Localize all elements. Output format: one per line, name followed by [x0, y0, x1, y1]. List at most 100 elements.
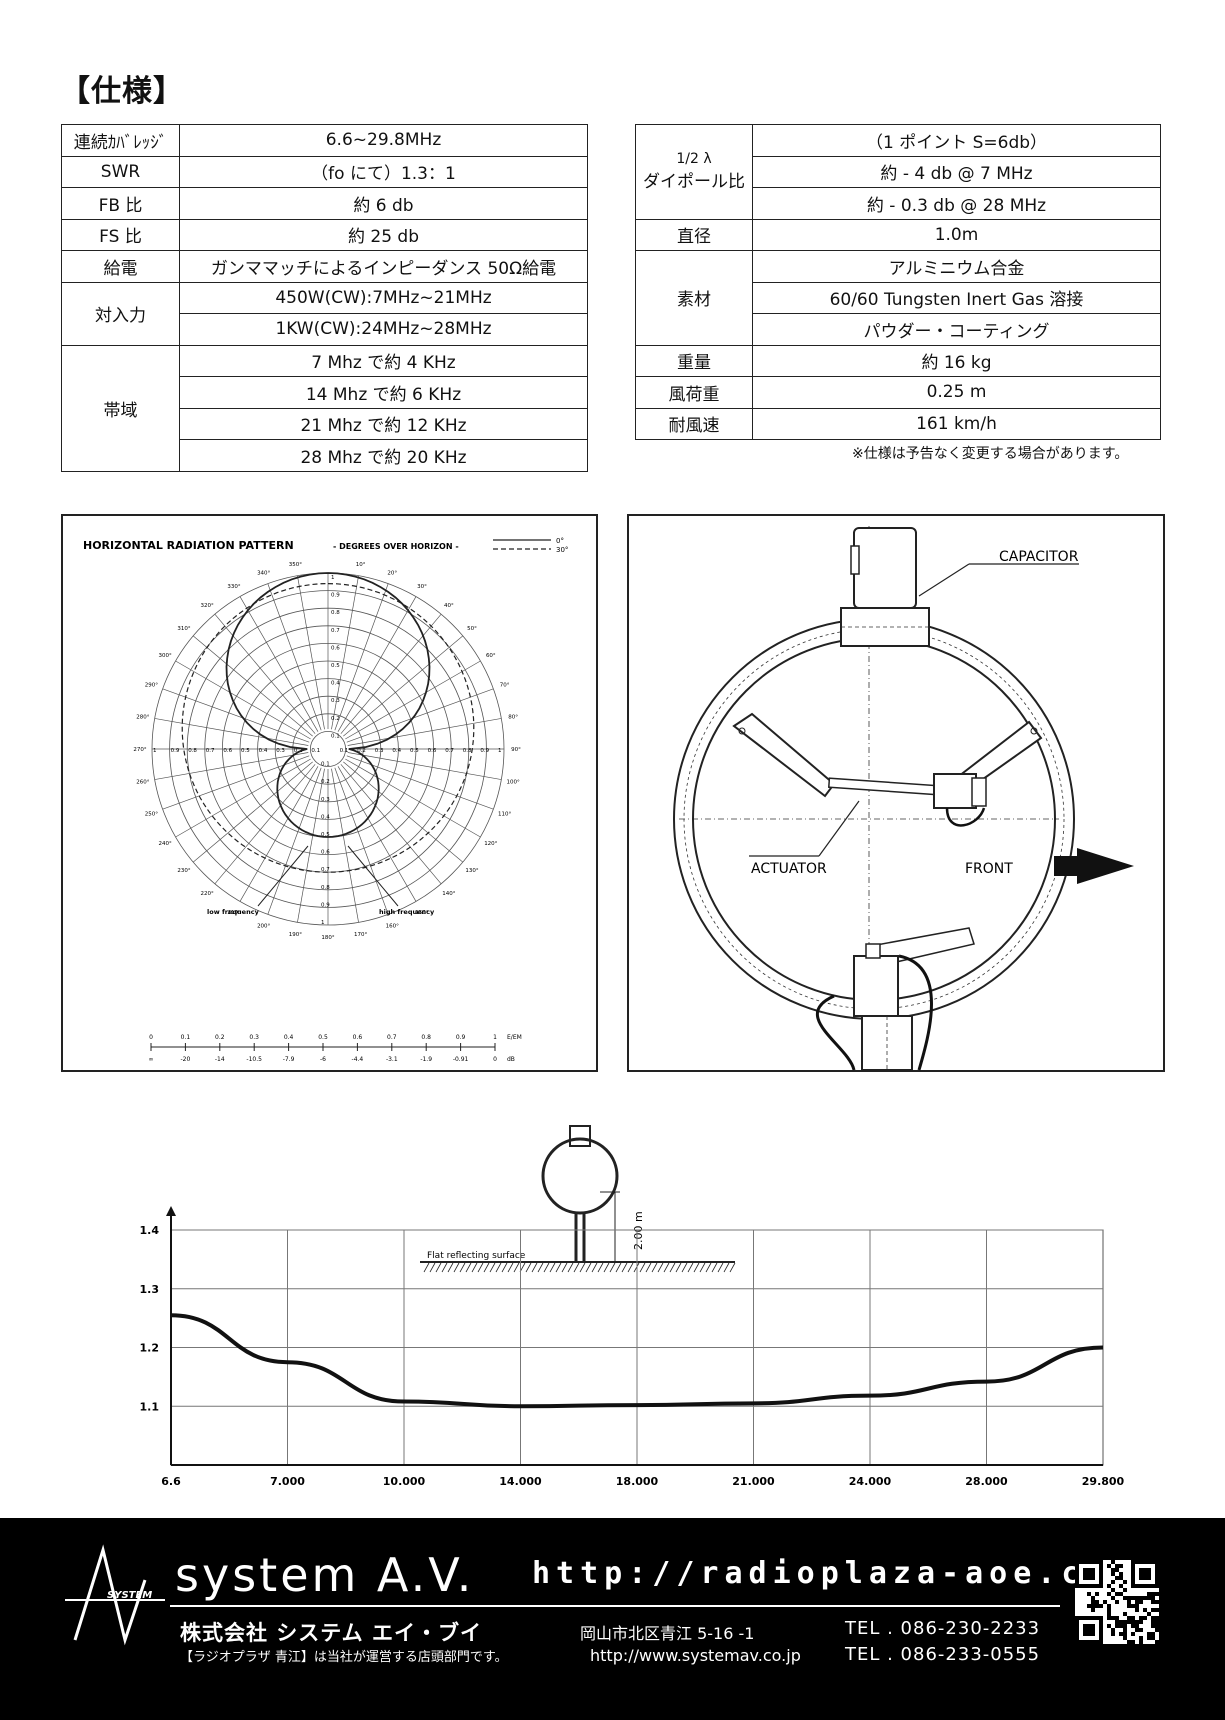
- actuator-cable: [945, 807, 986, 827]
- spec-label: FB 比: [61, 187, 180, 220]
- qr-module: [1111, 1588, 1115, 1592]
- qr-module: [1127, 1616, 1131, 1620]
- hatch-line: [441, 1262, 448, 1273]
- pattern-30deg: [181, 583, 475, 873]
- url-big[interactable]: http://radioplaza-aoe.com/: [532, 1556, 1158, 1591]
- hatch-line: [693, 1262, 700, 1273]
- polar-radial-label: 0.9: [331, 593, 340, 599]
- qr-module: [1123, 1580, 1127, 1584]
- polar-angle-label: 210°: [227, 910, 240, 916]
- polar-angle-label: 330°: [227, 584, 240, 590]
- hatch-line: [549, 1262, 556, 1273]
- qr-code-icon[interactable]: [1075, 1560, 1159, 1644]
- qr-module: [1127, 1596, 1131, 1600]
- qr-module: [1135, 1604, 1139, 1608]
- qr-module: [1151, 1624, 1155, 1628]
- spec-value: ガンママッチによるインピーダンス 50Ω給電: [179, 250, 588, 283]
- polar-radial-label: 0.3: [375, 748, 384, 754]
- actuator-rod: [827, 777, 940, 796]
- polar-angle-label: 140°: [442, 891, 455, 897]
- surface-hatch: [423, 1262, 736, 1273]
- polar-radial-label: 0.8: [321, 885, 330, 891]
- hatch-line: [657, 1262, 664, 1273]
- hatch-line: [465, 1262, 472, 1273]
- qr-module: [1139, 1620, 1143, 1624]
- qr-module: [1127, 1640, 1131, 1644]
- swr-x-tick: 24.000: [849, 1475, 892, 1488]
- polar-angle-label: 270°: [133, 747, 146, 753]
- spec-value: 28 Mhz で約 20 KHz: [179, 439, 588, 472]
- polar-spoke: [175, 660, 311, 740]
- polar-angle-label: 90°: [511, 747, 521, 753]
- polar-angle-label: 260°: [136, 780, 149, 786]
- qr-module: [1131, 1632, 1135, 1636]
- hatch-line: [543, 1262, 550, 1273]
- actuator-arm-left: [732, 712, 836, 798]
- logo-small-text: SYSTEM: [107, 1590, 152, 1601]
- hatch-line: [585, 1262, 592, 1273]
- polar-spoke: [340, 764, 442, 885]
- hatch-line: [501, 1262, 508, 1273]
- hatch-line: [471, 1262, 478, 1273]
- polar-angle-label: 250°: [145, 811, 158, 817]
- scale-db-label: -6: [320, 1056, 326, 1063]
- polar-spoke: [192, 761, 313, 863]
- spec-label-line: 直径: [677, 227, 711, 248]
- qr-module: [1155, 1592, 1159, 1596]
- spec-row: パウダー・コーティング: [636, 313, 1161, 346]
- front-label: FRONT: [965, 861, 1013, 877]
- qr-module: [1103, 1600, 1107, 1604]
- qr-module: [1139, 1636, 1143, 1640]
- swr-x-tick: 10.000: [383, 1475, 426, 1488]
- qr-module: [1107, 1616, 1111, 1620]
- polar-radial-label: 0.5: [410, 748, 419, 754]
- qr-module: [1095, 1600, 1099, 1604]
- capacitor-knob: [850, 545, 860, 575]
- polar-angle-label: 160°: [386, 924, 399, 930]
- polar-radial-label: 0.8: [463, 748, 472, 754]
- qr-module: [1147, 1636, 1151, 1640]
- spec-label-line: 素材: [677, 290, 711, 311]
- polar-spoke: [154, 752, 309, 780]
- polar-radial-label: 0.3: [276, 748, 285, 754]
- hatch-line: [483, 1262, 490, 1273]
- hatch-line: [615, 1262, 622, 1273]
- spec-value: （1 ポイント S=6db）: [752, 124, 1161, 157]
- polar-spoke: [347, 752, 502, 780]
- qr-module: [1127, 1600, 1131, 1604]
- spec-row: 給電ガンママッチによるインピーダンス 50Ω給電: [61, 250, 588, 283]
- hatch-line: [591, 1262, 598, 1273]
- qr-module: [1091, 1608, 1095, 1612]
- polar-radial-label: 0.1: [321, 762, 330, 768]
- hatch-line: [609, 1262, 616, 1273]
- url-small[interactable]: http://www.systemav.co.jp: [590, 1646, 801, 1665]
- swr-y-arrow: [166, 1206, 176, 1216]
- polar-spoke: [154, 718, 309, 746]
- hatch-line: [681, 1262, 688, 1273]
- hatch-line: [537, 1262, 544, 1273]
- hatch-line: [627, 1262, 634, 1273]
- polar-angle-label: 230°: [177, 868, 190, 874]
- polar-radial-label: 0.9: [480, 748, 489, 754]
- qr-module: [1115, 1592, 1119, 1596]
- hatch-line: [579, 1262, 586, 1273]
- polar-radial-label: 0.3: [321, 797, 330, 803]
- spec-label: FS 比: [61, 218, 180, 251]
- qr-module: [1147, 1632, 1151, 1636]
- swr-series-line: [170, 1313, 1104, 1409]
- hatch-line: [717, 1262, 724, 1273]
- polar-radial-label: 0.6: [223, 748, 232, 754]
- polar-angle-label: 20°: [387, 570, 397, 576]
- swr-grid: [166, 1206, 1104, 1466]
- arm-bolt: [1030, 727, 1038, 735]
- qr-module: [1115, 1576, 1119, 1580]
- spec-label: 給電: [61, 250, 180, 283]
- polar-spoke: [331, 575, 359, 730]
- spec-value: 6.6~29.8MHz: [179, 124, 588, 157]
- qr-module: [1131, 1616, 1135, 1620]
- hatch-line: [729, 1262, 736, 1273]
- qr-module: [1135, 1628, 1139, 1632]
- hatch-line: [423, 1262, 430, 1273]
- hatch-line: [663, 1262, 670, 1273]
